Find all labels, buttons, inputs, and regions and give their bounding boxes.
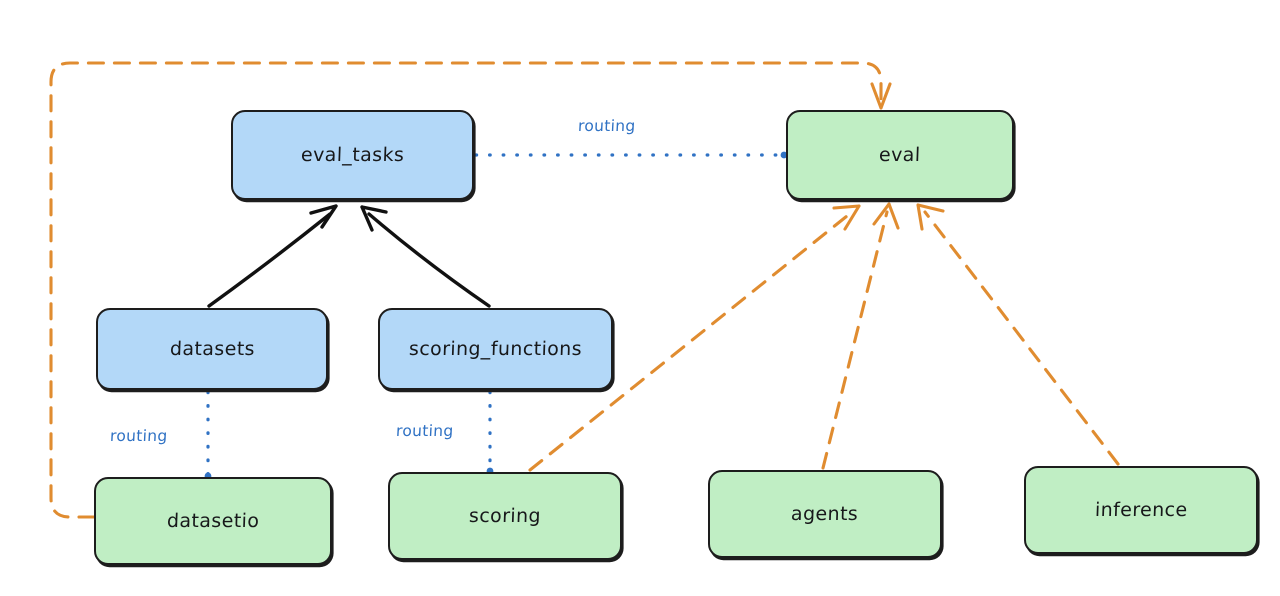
node-inference[interactable]: inference xyxy=(1024,466,1258,554)
node-datasetio[interactable]: datasetio xyxy=(94,477,332,565)
node-label: datasetio xyxy=(166,510,260,532)
edge-datasets-datasetio-routing xyxy=(204,390,212,480)
node-scoring-functions[interactable]: scoring_functions xyxy=(378,308,613,390)
node-label: eval xyxy=(878,144,922,166)
edge-agents-eval xyxy=(821,202,900,470)
node-scoring[interactable]: scoring xyxy=(388,472,622,560)
node-datasets[interactable]: datasets xyxy=(96,308,328,390)
node-eval-tasks[interactable]: eval_tasks xyxy=(231,110,474,200)
node-eval[interactable]: eval xyxy=(786,110,1014,200)
node-label: eval_tasks xyxy=(300,144,405,166)
edge-label-routing-eval-tasks-eval: routing xyxy=(577,117,636,135)
edge-label-routing-scoring-functions-scoring: routing xyxy=(395,422,454,440)
edge-eval-tasks-eval-routing xyxy=(474,151,788,159)
edge-scoring-functions-scoring-routing xyxy=(486,390,494,475)
node-label: scoring xyxy=(468,505,542,527)
edge-label-routing-datasets-datasetio: routing xyxy=(109,427,168,445)
edge-datasets-eval-tasks xyxy=(207,204,338,308)
edge-inference-eval xyxy=(916,203,1120,466)
edge-scoring-functions-eval-tasks xyxy=(360,205,491,308)
node-label: datasets xyxy=(169,338,255,360)
node-label: agents xyxy=(791,503,859,525)
node-label: inference xyxy=(1094,499,1188,521)
node-agents[interactable]: agents xyxy=(708,470,942,558)
node-label: scoring_functions xyxy=(408,338,583,360)
